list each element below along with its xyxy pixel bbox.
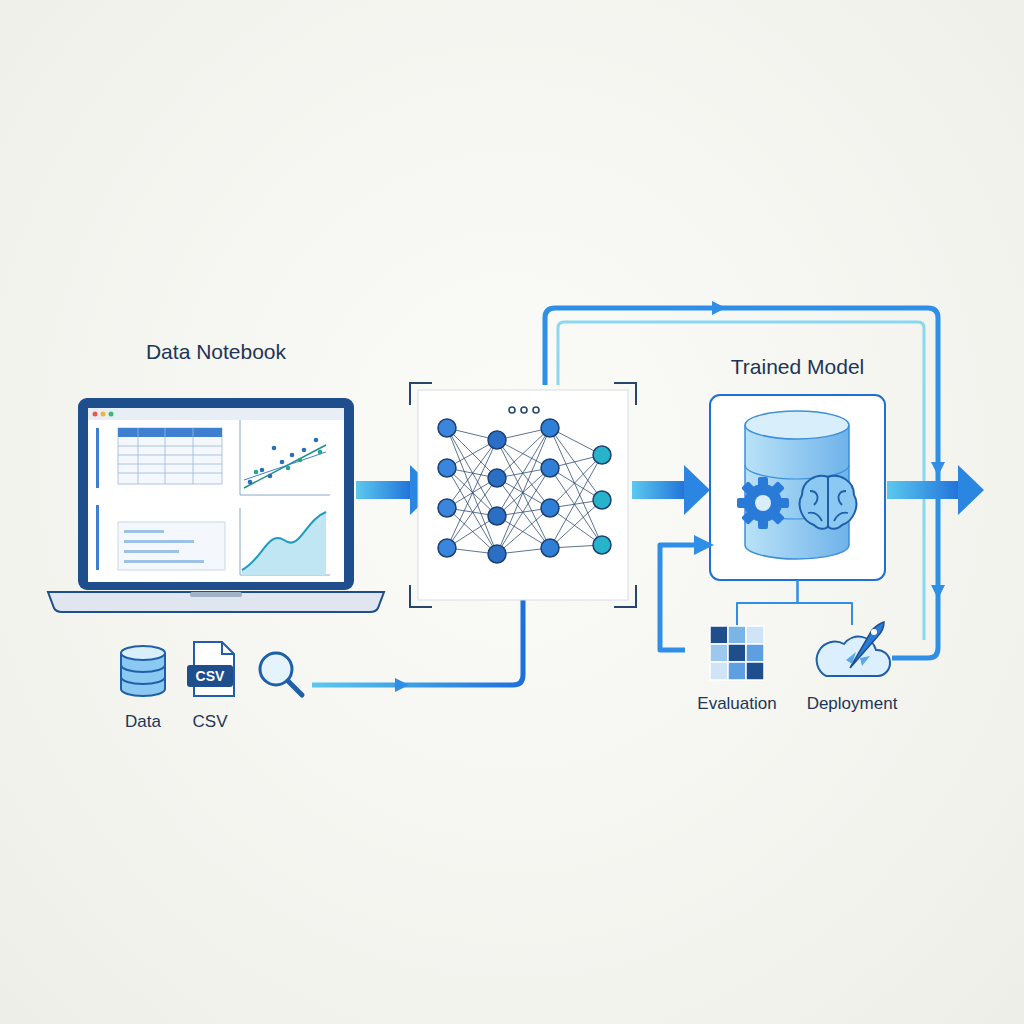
- code-lines: [118, 522, 225, 570]
- csv-file-icon: [187, 642, 234, 696]
- data-icon: Data: [108, 640, 178, 732]
- gear-icon: [737, 477, 789, 529]
- loop-arrowhead: [931, 462, 945, 476]
- neural-network: [438, 419, 611, 563]
- bracket-line: [798, 580, 853, 625]
- deployment-icon: Deployment: [800, 622, 904, 714]
- deployment-icon: [817, 622, 890, 676]
- loop-arrowhead: [931, 585, 945, 599]
- laptop-lid: [78, 398, 354, 590]
- icon-label: Evaluation: [697, 693, 776, 714]
- main-arrow: [632, 481, 688, 499]
- brain-icon: [800, 476, 857, 529]
- main-arrowhead: [958, 465, 984, 515]
- main-arrowhead: [684, 465, 710, 515]
- model-box: [710, 395, 885, 580]
- network-frame: [410, 383, 636, 607]
- feedback-connector: [660, 545, 710, 650]
- icon-label: CSV: [193, 711, 228, 732]
- icon-label: Deployment: [807, 693, 898, 714]
- scatter-plot: [240, 420, 330, 495]
- evaluation-grid: [710, 626, 764, 680]
- data-table: [118, 428, 222, 484]
- data-line-arrowhead: [395, 678, 409, 692]
- evaluation-icon: Evaluation: [685, 622, 789, 714]
- csv-icon: CSV CSV: [180, 640, 240, 732]
- node-heading: Trained Model: [731, 354, 864, 380]
- icon-label: Data: [125, 711, 161, 732]
- laptop-base: [48, 592, 384, 612]
- data-cylinder-icon: [121, 646, 165, 696]
- magnifier-icon: [260, 653, 302, 695]
- laptop-screen: [88, 408, 344, 582]
- curve-plot: [240, 508, 330, 575]
- model-box: Trained Model: [710, 350, 885, 580]
- main-arrow: [356, 481, 414, 499]
- node-heading: Data Notebook: [146, 339, 286, 365]
- loop-arrowhead: [712, 301, 726, 315]
- notebook-laptop: Data Notebook: [48, 335, 384, 612]
- bracket-line: [737, 580, 798, 625]
- main-arrow: [887, 481, 963, 499]
- file-badge: CSV: [196, 665, 225, 687]
